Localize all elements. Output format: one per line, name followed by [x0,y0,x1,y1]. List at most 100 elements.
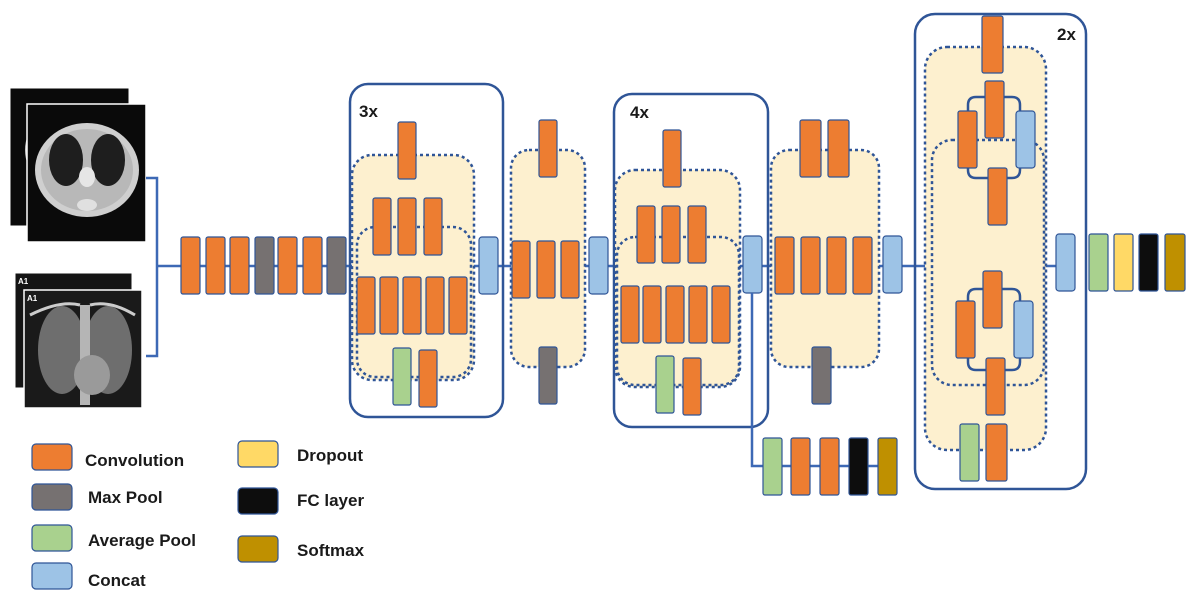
head-softmax [1164,233,1186,292]
stem-conv-3 [229,236,250,295]
legend-item-max-pool: Max Pool [31,483,163,511]
aux-avgpool [762,437,783,496]
legend-item-average-pool: Average Pool [31,524,196,552]
a-conv-r3-4 [425,276,445,335]
output-head [1055,233,1186,292]
reduction-b-block [769,119,903,405]
b-avgpool [655,355,675,414]
c-u-concat [1015,110,1036,169]
repeat-label-3x: 3x [359,102,378,121]
rb-maxpool [811,346,832,405]
legend-item-fc-layer: FC layer [237,487,364,515]
repeat-label-2x: 2x [1057,25,1076,44]
ra-conv-1 [511,240,531,299]
legend-label-dropout: Dropout [297,446,363,465]
reduction-a-block [509,119,609,405]
c-l-conv-left [955,300,976,359]
stem-conv-5 [302,236,323,295]
ct-lung-right [91,134,125,186]
ra-concat [588,236,609,295]
aux-conv-2 [819,437,840,496]
legend-swatch-max-pool [31,483,73,511]
a-conv-r3-3 [402,276,422,335]
head-concat [1055,233,1076,292]
b-conv-r3-5 [711,285,731,344]
xray-label-back: A1 [18,277,29,286]
c-u-conv-left [957,110,978,169]
a-conv-r3-1 [356,276,376,335]
ct-lung-left [49,134,83,186]
stem [180,236,347,295]
legend-label-average-pool: Average Pool [88,531,196,550]
c-l-concat [1013,300,1034,359]
ra-conv-3 [560,240,580,299]
rb-concat [882,235,903,294]
legend-swatch-softmax [237,535,279,563]
legend-label-softmax: Softmax [297,541,365,560]
b-conv-r2-3 [687,205,707,264]
legend-label-fc-layer: FC layer [297,491,364,510]
rb-conv-1 [774,236,795,295]
a-conv-r2-3 [423,197,443,256]
module-rb-bg [769,148,881,369]
legend-swatch-average-pool [31,524,73,552]
legend-item-convolution: Convolution [31,443,184,471]
b-conv-r3-1 [620,285,640,344]
xray-label-front: A1 [27,294,38,303]
b-concat [742,235,763,294]
a-conv-bottom [418,349,438,408]
c-l-conv-bottom [985,357,1006,416]
ra-conv-2 [536,240,556,299]
rb-conv-3 [826,236,847,295]
legend-item-concat: Concat [31,562,146,590]
repeat-box-2x [913,12,1088,491]
module-c-inner [930,138,1046,387]
legend-swatch-dropout [237,440,279,468]
b-conv-r3-2 [642,285,662,344]
stem-conv-1 [180,236,201,295]
b-conv-r2-1 [636,205,656,264]
aux-softmax [877,437,898,496]
c-u-conv-bottom [987,167,1008,226]
a-conv-r2-1 [372,197,392,256]
aux-conv-1 [790,437,811,496]
a-conv-r3-2 [379,276,399,335]
ra-conv-top [538,119,558,178]
repeat-label-4x: 4x [630,103,649,122]
legend-label-max-pool: Max Pool [88,488,163,507]
xray-lung-left [38,306,86,394]
c-conv-bottom [985,423,1008,482]
a-conv-r3-5 [448,276,468,335]
b-conv-top [662,129,682,188]
b-conv-r3-4 [688,285,708,344]
input-connector [146,176,184,358]
aux-fc [848,437,869,496]
a-avgpool [392,347,412,406]
stem-maxpool-1 [254,236,275,295]
legend-item-softmax: Softmax [237,535,365,563]
a-conv-r2-2 [397,197,417,256]
inception-a-block: 3x [348,82,505,419]
rb-conv-top-1 [799,119,822,178]
legend-swatch-concat [31,562,73,590]
input-ct-scan-stack [9,87,147,243]
legend-swatch-convolution [31,443,73,471]
head-avgpool [1088,233,1109,292]
head-dropout [1113,233,1134,292]
input-xray-stack: A1 A1 [14,272,143,409]
auxiliary-classifier [750,293,898,496]
b-conv-bottom [682,357,702,416]
stem-maxpool-2 [326,236,347,295]
a-concat [478,236,499,295]
rb-conv-2 [800,236,821,295]
inception-c-block: 2x [913,12,1088,491]
legend: Convolution Max Pool Average Pool Concat… [31,440,365,590]
b-conv-r3-3 [665,285,685,344]
repeat-box-3x [348,82,505,419]
a-conv-top [397,121,417,180]
module-b-bg [613,168,742,389]
stem-conv-2 [205,236,226,295]
legend-label-convolution: Convolution [85,451,184,470]
c-avgpool [959,423,980,482]
